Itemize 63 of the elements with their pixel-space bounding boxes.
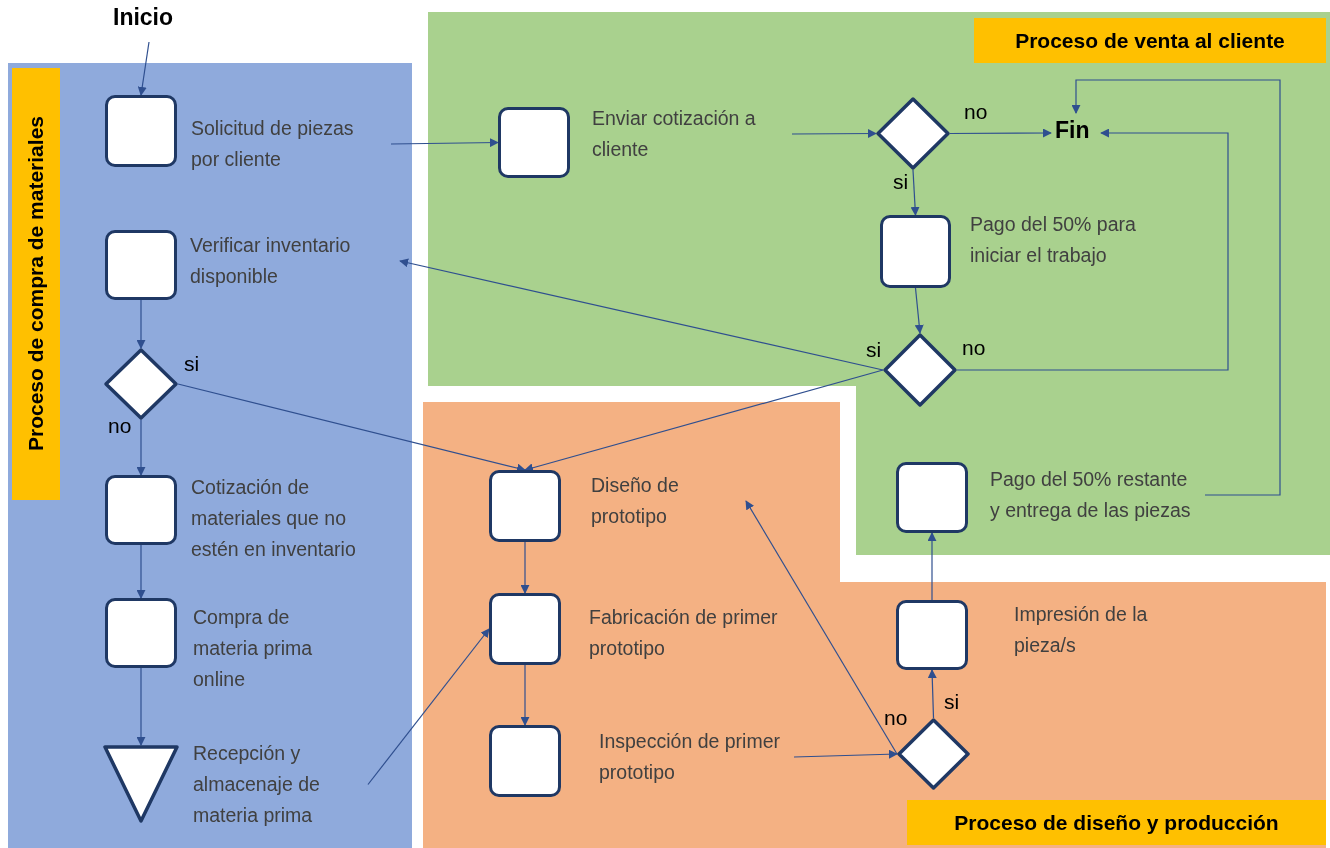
- step-label: Recepción y almacenaje de materia prima: [193, 741, 321, 828]
- arrow: [136, 419, 146, 476]
- arrow: [793, 749, 898, 759]
- step-label: Solicitud de piezas por cliente: [191, 116, 355, 172]
- edge-label: si: [866, 338, 882, 362]
- arrow: [367, 628, 490, 786]
- arrow: [136, 544, 146, 599]
- step-label: Enviar cotización a cliente: [592, 106, 757, 162]
- edge-label: no: [964, 100, 988, 124]
- arrow: [745, 500, 898, 755]
- decision-diamond: [876, 97, 950, 170]
- process-box: [105, 598, 177, 668]
- process-box: [105, 95, 177, 167]
- process-box: [896, 600, 968, 670]
- arrow: [520, 541, 530, 594]
- decision-diamond: [883, 333, 957, 407]
- edge-label: no: [884, 706, 908, 730]
- process-box: [498, 107, 570, 178]
- terminal-label: Fin: [1055, 117, 1097, 149]
- process-box: [880, 215, 951, 288]
- edge-label: si: [944, 690, 960, 714]
- process-box: [105, 230, 177, 300]
- edge-label: si: [893, 170, 909, 194]
- step-label: Verificar inventario disponible: [190, 233, 352, 289]
- step-label: Compra de materia prima online: [193, 605, 314, 692]
- swimlane: [8, 63, 412, 848]
- step-label: Cotización de materiales que no estén en inventario: [191, 475, 357, 562]
- arrow: [927, 669, 937, 719]
- arrow: [390, 138, 499, 148]
- process-box: [489, 470, 561, 542]
- arrow: [791, 129, 877, 139]
- arrow: [910, 169, 920, 216]
- arrow: [524, 369, 884, 473]
- arrow: [136, 299, 146, 349]
- edge-label: si: [184, 352, 200, 376]
- lane-title: Proceso de compra de materiales: [12, 68, 60, 500]
- arrow: [1071, 79, 1281, 496]
- step-label: Diseño de prototipo: [591, 473, 680, 529]
- arrow: [949, 128, 1052, 138]
- step-label: Pago del 50% para iniciar el trabajo: [970, 212, 1137, 268]
- process-box: [489, 725, 561, 797]
- arrow: [137, 41, 150, 96]
- arrow: [136, 667, 146, 746]
- arrow: [914, 287, 924, 334]
- step-label: Fabricación de primer prototipo: [589, 605, 779, 661]
- process-box: [896, 462, 968, 533]
- lane-title: Proceso de diseño y producción: [907, 800, 1326, 845]
- step-label: Inspección de primer prototipo: [599, 729, 781, 785]
- arrow: [399, 258, 884, 371]
- process-box: [489, 593, 561, 665]
- decision-diamond: [104, 348, 178, 420]
- step-label: Impresión de la pieza/s: [1014, 602, 1149, 658]
- lane-title: Proceso de venta al cliente: [974, 18, 1326, 63]
- storage-triangle: [103, 745, 179, 823]
- edge-label: no: [108, 414, 132, 438]
- terminal-label: Inicio: [113, 4, 185, 38]
- arrow: [927, 532, 937, 601]
- process-box: [105, 475, 177, 545]
- arrow: [177, 383, 526, 473]
- arrow: [520, 664, 530, 726]
- step-label: Pago del 50% restante y entrega de las piezas: [990, 467, 1192, 523]
- edge-label: no: [962, 336, 986, 360]
- arrow: [956, 128, 1229, 371]
